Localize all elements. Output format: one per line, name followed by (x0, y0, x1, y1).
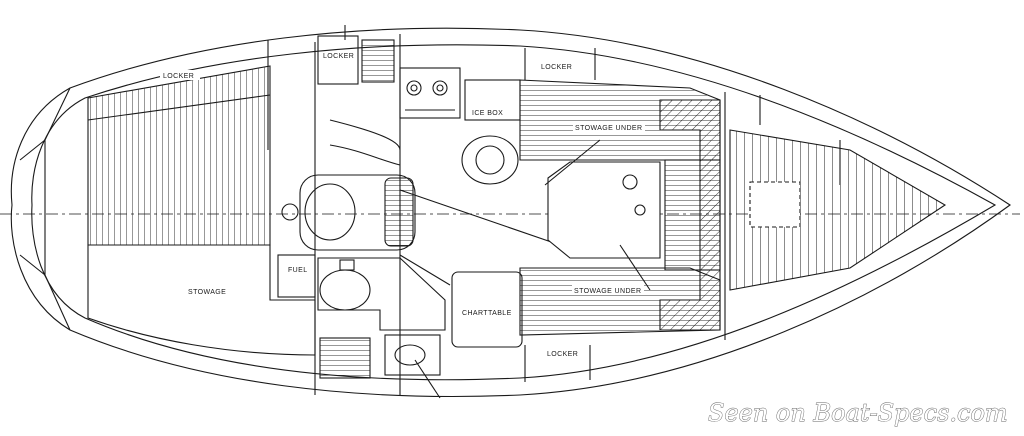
deck-line (31, 44, 997, 381)
locker-top-mid (317, 35, 359, 85)
head-sink (384, 334, 441, 376)
label-stowage-under-bottom: STOWAGE UNDER (574, 288, 641, 295)
transom (44, 87, 71, 331)
label-stowage-under-top: STOWAGE UNDER (575, 125, 642, 132)
forward-hatch (749, 181, 801, 228)
aft-stowage (87, 244, 316, 356)
label-fuel: FUEL (288, 267, 308, 274)
label-locker-top-mid: LOCKER (323, 53, 354, 60)
hull-outline (10, 27, 1011, 398)
galley-sink (461, 135, 519, 185)
head (317, 257, 446, 331)
label-locker-top-left: LOCKER (163, 73, 194, 80)
label-locker-bottom: LOCKER (547, 351, 578, 358)
grating-top (361, 39, 395, 83)
v-berth (729, 129, 947, 291)
fuel-tank (277, 254, 316, 298)
head-toilet (319, 269, 371, 311)
label-chart-table: CHARTTABLE (462, 310, 512, 317)
stove (399, 67, 461, 119)
saloon-table (547, 161, 661, 259)
label-stowage: STOWAGE (188, 289, 226, 296)
label-locker-top-right: LOCKER (541, 64, 572, 71)
aft-berth (87, 65, 271, 246)
watermark: Seen on Boat-Specs.com (708, 399, 1008, 427)
grating-bottom (319, 337, 371, 379)
label-ice-box: ICE BOX (472, 110, 503, 117)
engine (299, 174, 416, 251)
